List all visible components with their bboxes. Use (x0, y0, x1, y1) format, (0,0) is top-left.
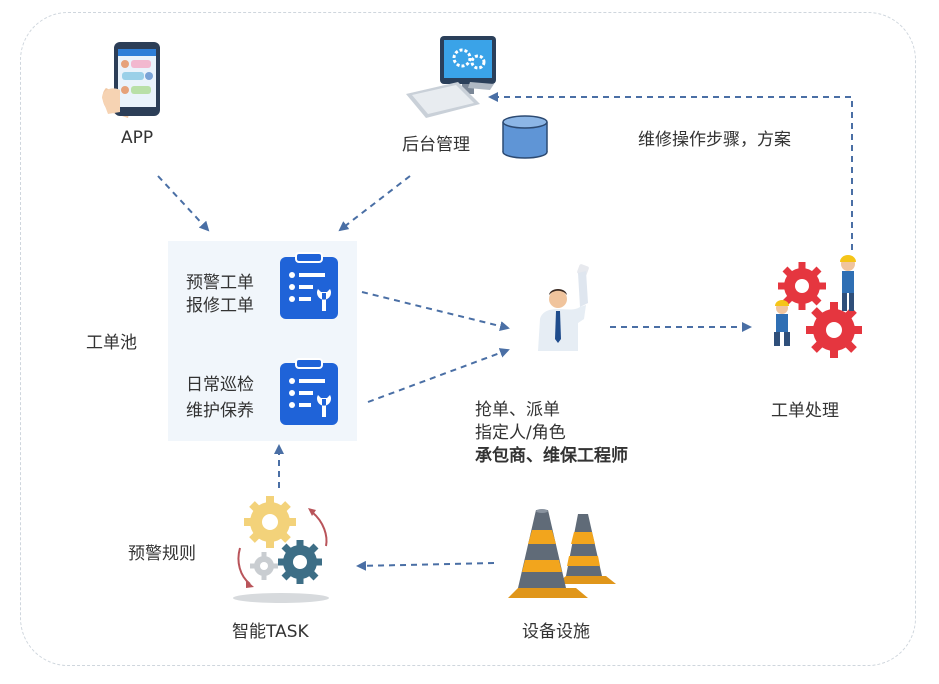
daily-patrol-label: 日常巡检 (186, 375, 254, 395)
repair-steps-label: 维修操作步骤，方案 (638, 130, 791, 150)
arrow-facilities-to-task (356, 560, 495, 571)
diagram-frame (20, 12, 916, 666)
clipboard-wrench-icon (280, 252, 338, 319)
phone-icon (102, 42, 160, 118)
arrow-pool-to-dispatch-top (361, 291, 510, 331)
app-label: APP (121, 128, 154, 148)
facilities-label: 设备设施 (522, 622, 590, 642)
dispatch-label-line2: 指定人/角色 (475, 423, 566, 443)
warning-rules-label: 预警规则 (128, 544, 196, 564)
arrow-backend-to-pool (338, 175, 411, 232)
arrow-pool-to-dispatch-bottom (367, 348, 510, 403)
work-order-pool-label: 工单池 (86, 333, 137, 353)
clipboard-wrench-icon (280, 358, 338, 425)
smart-task-label: 智能TASK (232, 622, 309, 642)
maintenance-label: 维护保养 (186, 401, 254, 421)
repair-workers-gears-icon (774, 255, 862, 358)
repair-order-label: 报修工单 (186, 296, 254, 316)
dispatch-label-line3: 承包商、维保工程师 (475, 446, 628, 466)
traffic-cones-icon (508, 509, 616, 598)
warning-order-label: 预警工单 (186, 273, 254, 293)
backend-label: 后台管理 (402, 135, 470, 155)
computer-icon (406, 36, 496, 118)
arrow-app-to-pool (157, 175, 210, 232)
smart-task-gears-icon (233, 496, 329, 603)
dispatch-label-line1: 抢单、派单 (475, 400, 560, 420)
processing-label: 工单处理 (771, 401, 839, 421)
database-icon (502, 115, 548, 159)
dispatcher-person-icon (538, 264, 589, 351)
